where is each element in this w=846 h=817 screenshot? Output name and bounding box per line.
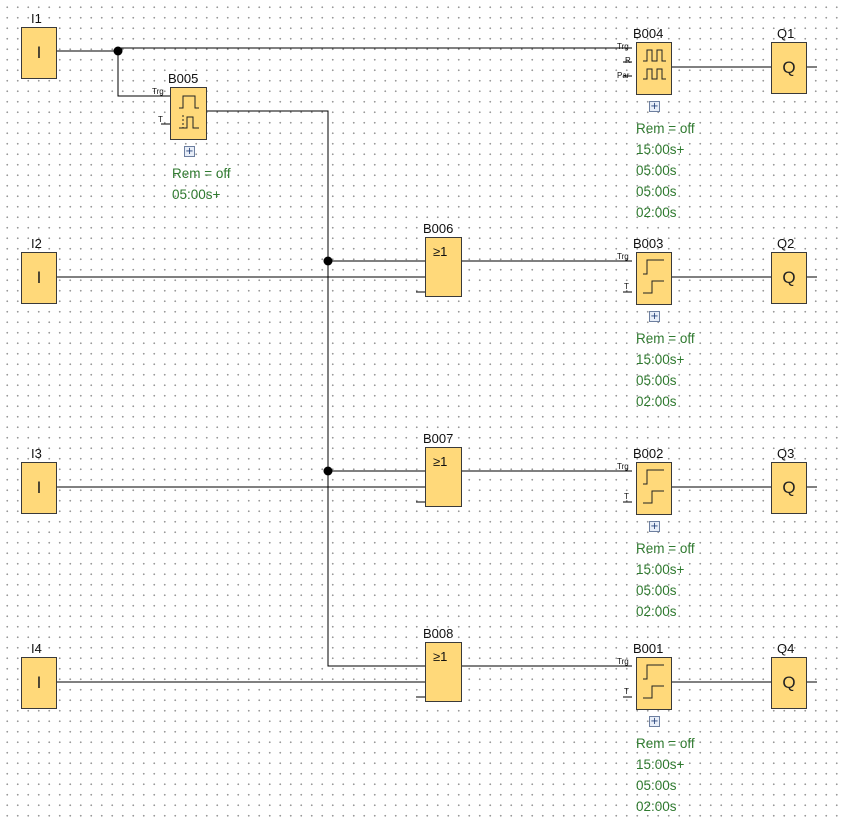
pin-trg: Trg [152, 87, 164, 96]
junction-dot [113, 46, 123, 56]
output-q4-block[interactable]: Q [771, 657, 807, 709]
or-gate-symbol: ≥1 [433, 244, 448, 259]
block-b002[interactable] [636, 462, 672, 515]
input-i3-label: I3 [31, 446, 42, 461]
output-q3-block[interactable]: Q [771, 462, 807, 514]
block-b001-label: B001 [633, 641, 664, 656]
param-line: Rem = off [636, 541, 695, 556]
pin-trg: Trg [617, 657, 629, 666]
input-symbol: I [36, 673, 42, 692]
param-line: 02:00s [636, 604, 677, 619]
param-line: 15:00s+ [636, 757, 685, 772]
block-b005[interactable] [170, 87, 207, 140]
param-line: Rem = off [172, 166, 231, 181]
pin-trg: Trg [617, 42, 629, 51]
block-b004-label: B004 [633, 26, 664, 41]
block-b007-label: B007 [423, 431, 454, 446]
pin-t: T [624, 687, 629, 696]
param-line: 15:00s+ [636, 142, 685, 157]
input-symbol: I [36, 43, 42, 62]
input-i2-block[interactable]: I [21, 252, 57, 304]
junction-dot [323, 256, 333, 266]
block-b008-label: B008 [423, 626, 454, 641]
block-b002-label: B002 [633, 446, 664, 461]
or-gate-symbol: ≥1 [433, 649, 448, 664]
output-q1-label: Q1 [777, 26, 795, 41]
output-q1-block[interactable]: Q [771, 42, 807, 94]
output-q4-label: Q4 [777, 641, 795, 656]
expand-icon[interactable]: + [649, 716, 660, 727]
input-symbol: I [36, 268, 42, 287]
block-b004[interactable] [636, 42, 672, 95]
on-delay-icon [643, 469, 664, 504]
input-i4-block[interactable]: I [21, 657, 57, 709]
on-delay-icon [643, 259, 664, 294]
output-symbol: Q [782, 58, 796, 77]
pin-trg: Trg [617, 252, 629, 261]
block-b001[interactable] [636, 657, 672, 710]
param-line: Rem = off [636, 736, 695, 751]
param-line: 05:00s+ [172, 187, 221, 202]
param-line: 02:00s [636, 799, 677, 814]
or-gate-symbol: ≥1 [433, 454, 448, 469]
param-line: 05:00s [636, 373, 677, 388]
pulse-relay-icon [179, 95, 199, 129]
input-symbol: I [36, 478, 42, 497]
expand-icon[interactable]: + [649, 521, 660, 532]
block-b008[interactable]: ≥1 [425, 642, 462, 702]
input-i1-label: I1 [31, 11, 42, 26]
output-symbol: Q [782, 268, 796, 287]
param-line: 05:00s [636, 163, 677, 178]
param-line: 15:00s+ [636, 352, 685, 367]
pin-trg: Trg [617, 462, 629, 471]
wire-i1-b005 [117, 51, 170, 97]
input-i4-label: I4 [31, 641, 42, 656]
output-q3-label: Q3 [777, 446, 795, 461]
pin-t: T [624, 282, 629, 291]
output-symbol: Q [782, 478, 796, 497]
output-symbol: Q [782, 673, 796, 692]
output-q2-label: Q2 [777, 236, 795, 251]
param-line: 02:00s [636, 394, 677, 409]
pin-r: R [625, 56, 631, 65]
junction-dot [323, 466, 333, 476]
input-i1-block[interactable]: I [21, 27, 57, 79]
input-i2-label: I2 [31, 236, 42, 251]
expand-icon[interactable]: + [649, 101, 660, 112]
block-b003-label: B003 [633, 236, 664, 251]
block-b003[interactable] [636, 252, 672, 305]
input-i3-block[interactable]: I [21, 462, 57, 514]
expand-icon[interactable]: + [184, 146, 195, 157]
param-line: 05:00s [636, 778, 677, 793]
wire-i1-b004 [57, 47, 632, 52]
block-b007[interactable]: ≥1 [425, 447, 462, 507]
expand-icon[interactable]: + [649, 311, 660, 322]
param-line: Rem = off [636, 121, 695, 136]
pulse-generator-icon [643, 49, 666, 80]
block-b005-label: B005 [168, 71, 199, 86]
block-b006[interactable]: ≥1 [425, 237, 462, 297]
param-line: Rem = off [636, 331, 695, 346]
param-line: 15:00s+ [636, 562, 685, 577]
wire-b005-bus [207, 110, 425, 667]
pin-par: Par [617, 71, 630, 80]
pin-t: T [158, 115, 163, 124]
param-line: 05:00s [636, 184, 677, 199]
output-q2-block[interactable]: Q [771, 252, 807, 304]
pin-t: T [624, 492, 629, 501]
param-line: 05:00s [636, 583, 677, 598]
block-b006-label: B006 [423, 221, 454, 236]
param-line: 02:00s [636, 205, 677, 220]
on-delay-icon [643, 664, 664, 699]
